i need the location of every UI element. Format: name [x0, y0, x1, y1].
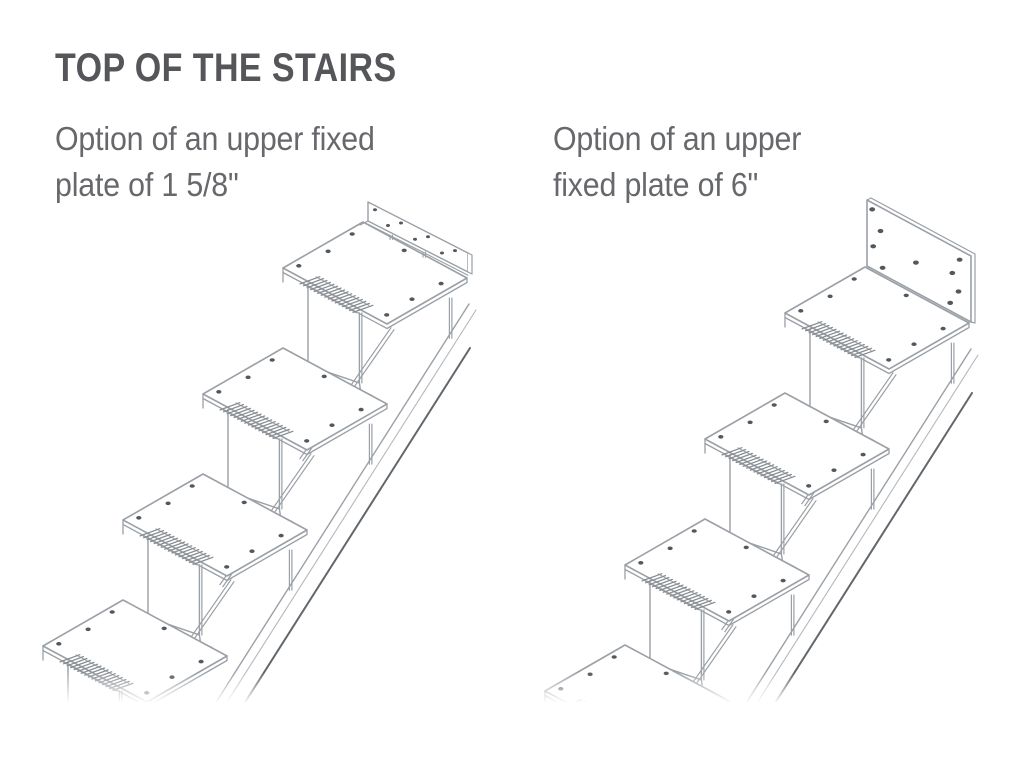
caption-right-line1: Option of an upper [553, 120, 802, 157]
stair-tread [122, 473, 308, 582]
stair-tread [282, 221, 468, 330]
stair-diagram-right [544, 197, 979, 761]
stringer-beam [215, 303, 477, 702]
stair-diagram-left [42, 201, 477, 702]
stair-tread [624, 518, 810, 627]
grip-tape-strip [801, 321, 876, 359]
caption-left-line2: plate of 1 5/8" [55, 166, 239, 203]
page-title: TOP OF THE STAIRS [55, 46, 397, 90]
figure-caption-right: Option of an upper fixed plate of 6" [553, 116, 801, 208]
upper-fixed-plate-large [866, 197, 976, 324]
grip-tape-strip [219, 402, 294, 440]
stair-tread [784, 266, 970, 375]
caption-right-line2: fixed plate of 6" [553, 166, 759, 203]
stringer-beam [746, 348, 979, 702]
grip-tape-strip [641, 573, 716, 611]
figure-caption-left: Option of an upper fixed plate of 1 5/8" [55, 116, 375, 208]
support-bracket [570, 706, 634, 761]
stair-tread [202, 347, 388, 456]
upper-fixed-plate-strip [359, 201, 473, 276]
fade-out-mask [0, 672, 1024, 706]
grip-tape-strip [139, 528, 214, 566]
grip-tape-strip [299, 276, 374, 314]
caption-left-line1: Option of an upper fixed [55, 120, 375, 157]
grip-tape-strip [721, 447, 796, 485]
stair-tread [704, 392, 890, 501]
